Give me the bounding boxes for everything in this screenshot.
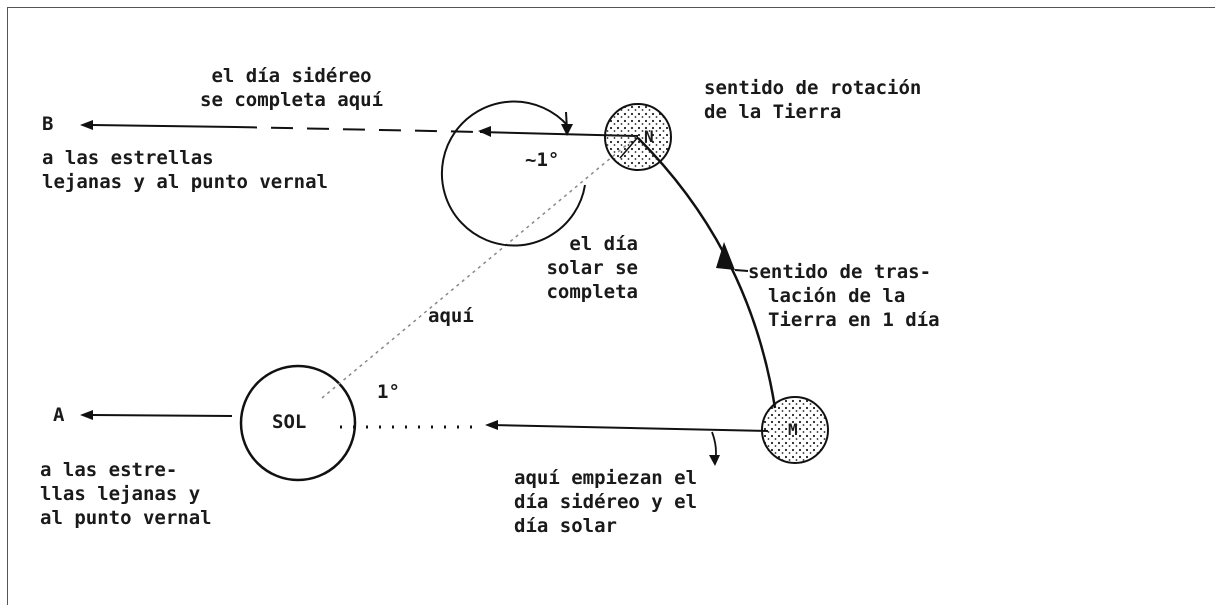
arrowhead-dash-end <box>478 126 491 137</box>
arrowhead-b <box>80 120 93 130</box>
rotation-line-1: sentido de rotación <box>704 77 922 99</box>
solar-line-3: completa <box>546 281 638 303</box>
line-sun-to-n <box>321 136 637 399</box>
label-b: B <box>42 113 54 135</box>
label-stars-a: a las estre- llas lejanas y al punto ver… <box>40 458 212 530</box>
sidereal-line-2: se completa aquí <box>200 89 384 111</box>
translation-line-1: sentido de tras- <box>748 261 932 283</box>
start-line-3: día solar <box>514 515 617 537</box>
line-to-a <box>80 410 233 420</box>
label-rotation: sentido de rotación de la Tierra <box>704 76 921 124</box>
translation-arc <box>637 137 777 409</box>
earth-m-circle <box>761 396 829 464</box>
rotation-line-2: de la Tierra <box>704 101 842 123</box>
stars-a-line-3: al punto vernal <box>40 507 212 529</box>
label-solar-complete: el día solar se completa aquí <box>428 232 638 328</box>
label-earth-m: M <box>788 420 798 439</box>
stars-b-line-1: a las estrellas <box>42 147 214 169</box>
translation-line-3: Tierra en 1 día <box>768 309 940 331</box>
label-a: A <box>53 404 65 426</box>
translation-arrowhead <box>716 242 735 270</box>
label-stars-b: a las estrellas lejanas y al punto verna… <box>42 146 328 194</box>
label-sidereal-complete: el día sidéreo se completa aquí <box>200 64 383 112</box>
stars-a-line-1: a las estre- <box>40 459 178 481</box>
label-angle-bottom: 1° <box>377 381 400 403</box>
stars-a-line-2: llas lejanas y <box>40 483 201 505</box>
line-to-b <box>80 120 639 137</box>
stars-b-line-2: lejanas y al punto vernal <box>42 171 328 193</box>
label-angle-top: ~1° <box>525 149 560 171</box>
line-sun-to-m <box>340 420 769 432</box>
label-sun: SOL <box>272 411 307 433</box>
label-start: aquí empiezan el día sidéreo y el día so… <box>514 466 697 538</box>
solar-line-1: el día <box>569 233 638 255</box>
rotation-arrow <box>440 100 586 247</box>
sidereal-line-1: el día sidéreo <box>211 65 372 87</box>
start-line-1: aquí empiezan el <box>514 467 698 489</box>
arrowhead-a <box>80 410 93 420</box>
diagram-frame <box>7 7 1215 605</box>
translation-line-2: lación de la <box>768 285 906 307</box>
solar-line-4: aquí <box>428 305 474 327</box>
sun-circle <box>239 364 357 482</box>
solar-line-2: solar se <box>546 257 638 279</box>
start-arrow <box>709 431 720 466</box>
label-earth-n: N <box>644 127 654 146</box>
label-translation: sentido de tras- lación de la Tierra en … <box>748 260 940 332</box>
start-line-2: día sidéreo y el <box>514 491 698 513</box>
